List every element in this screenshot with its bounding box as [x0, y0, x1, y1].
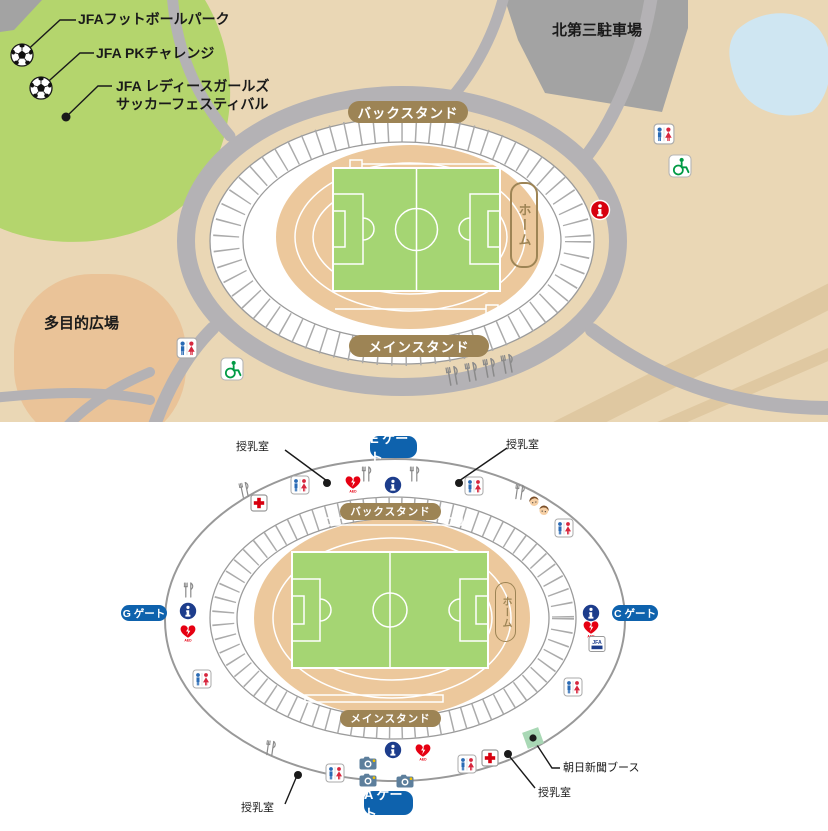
first-aid-icon: [481, 749, 499, 767]
toilet-icon: [563, 677, 583, 697]
first-aid-icon: [250, 494, 268, 512]
nursing-dot: [504, 750, 512, 758]
label-multipurpose-plaza: 多目的広場: [44, 315, 120, 332]
label-jfa-ladies-1: JFA レディースガールズ: [116, 78, 270, 94]
label-nursing-room: 授乳室: [506, 439, 539, 451]
restaurant-icon: [238, 481, 251, 499]
stadium-top: [209, 116, 595, 366]
wheelchair-icon: [668, 154, 692, 178]
multipurpose-plaza-area: [14, 274, 186, 422]
toilet-icon: [176, 337, 198, 359]
park-green-area: [0, 0, 231, 242]
leader-lines: [284, 447, 560, 805]
label-jfa-ladies-2: サッカーフェスティバル: [116, 96, 269, 112]
event-leader-lines: [21, 19, 112, 118]
label-nursing-room: 授乳室: [538, 787, 571, 799]
gate-g: G ゲート: [121, 605, 167, 621]
info-icon: [179, 602, 197, 620]
toilet-icon: [192, 669, 212, 689]
roads: [0, 0, 828, 422]
pond: [729, 13, 828, 116]
wheelchair-icon: [220, 357, 244, 381]
nursing-dot: [455, 479, 463, 487]
label-jfa-football-park: JFAフットボールパーク: [78, 11, 230, 27]
jfa-shop-icon: [588, 636, 606, 652]
label-north-parking: 北第三駐車場: [552, 22, 643, 39]
back-stand-pill: バックスタンド: [348, 101, 468, 123]
back-stand-pill: バックスタンド: [340, 503, 441, 520]
camera-icon: [359, 756, 377, 770]
area-map: AED: [0, 0, 828, 422]
toilet-icon: [457, 754, 477, 774]
label-jfa-pk-challenge: JFA PKチャレンジ: [96, 45, 215, 61]
nursing-dot: [294, 771, 302, 779]
toilet-icon: [325, 763, 345, 783]
toilet-icon: [653, 123, 675, 145]
soccer-ball-icon: [28, 76, 54, 100]
main-stand-pill: メインスタンド: [340, 710, 441, 727]
road-corner: [0, 0, 42, 32]
toilet-icon: [554, 518, 574, 538]
nursing-dot: [323, 479, 331, 487]
soccer-ball-icon: [9, 43, 35, 67]
asahi-booth-dot: [529, 734, 537, 742]
info-icon: [384, 741, 402, 759]
event-dot: [61, 112, 71, 122]
stadium-map: E ゲート G ゲート C ゲート A ゲート 授乳室 授乳室 授乳室 授乳室 …: [0, 422, 828, 831]
terrain-zones: [0, 0, 828, 422]
info-icon: [384, 476, 402, 494]
gate-c: C ゲート: [612, 605, 658, 621]
soccer-pitch: [291, 551, 489, 669]
label-nursing-room: 授乳室: [241, 802, 274, 814]
toilet-icon: [290, 475, 310, 495]
info-icon-red: [589, 199, 611, 221]
gate-e: E ゲート: [370, 431, 417, 465]
area-map-canvas: AED: [0, 0, 828, 422]
stadium-map-canvas: [164, 447, 626, 805]
info-icon: [582, 604, 600, 622]
home-stand-pill: ホーム: [495, 582, 516, 642]
label-nursing-room: 授乳室: [236, 441, 269, 453]
soccer-pitch: [332, 167, 501, 292]
main-stand-pill: メインスタンド: [349, 335, 489, 357]
parking-lot: [505, 0, 688, 112]
gate-a: A ゲート: [364, 787, 413, 821]
toilet-icon: [464, 476, 484, 496]
label-asahi-booth: 朝日新聞ブース: [563, 762, 640, 774]
home-stand-pill: ホーム: [510, 182, 538, 268]
